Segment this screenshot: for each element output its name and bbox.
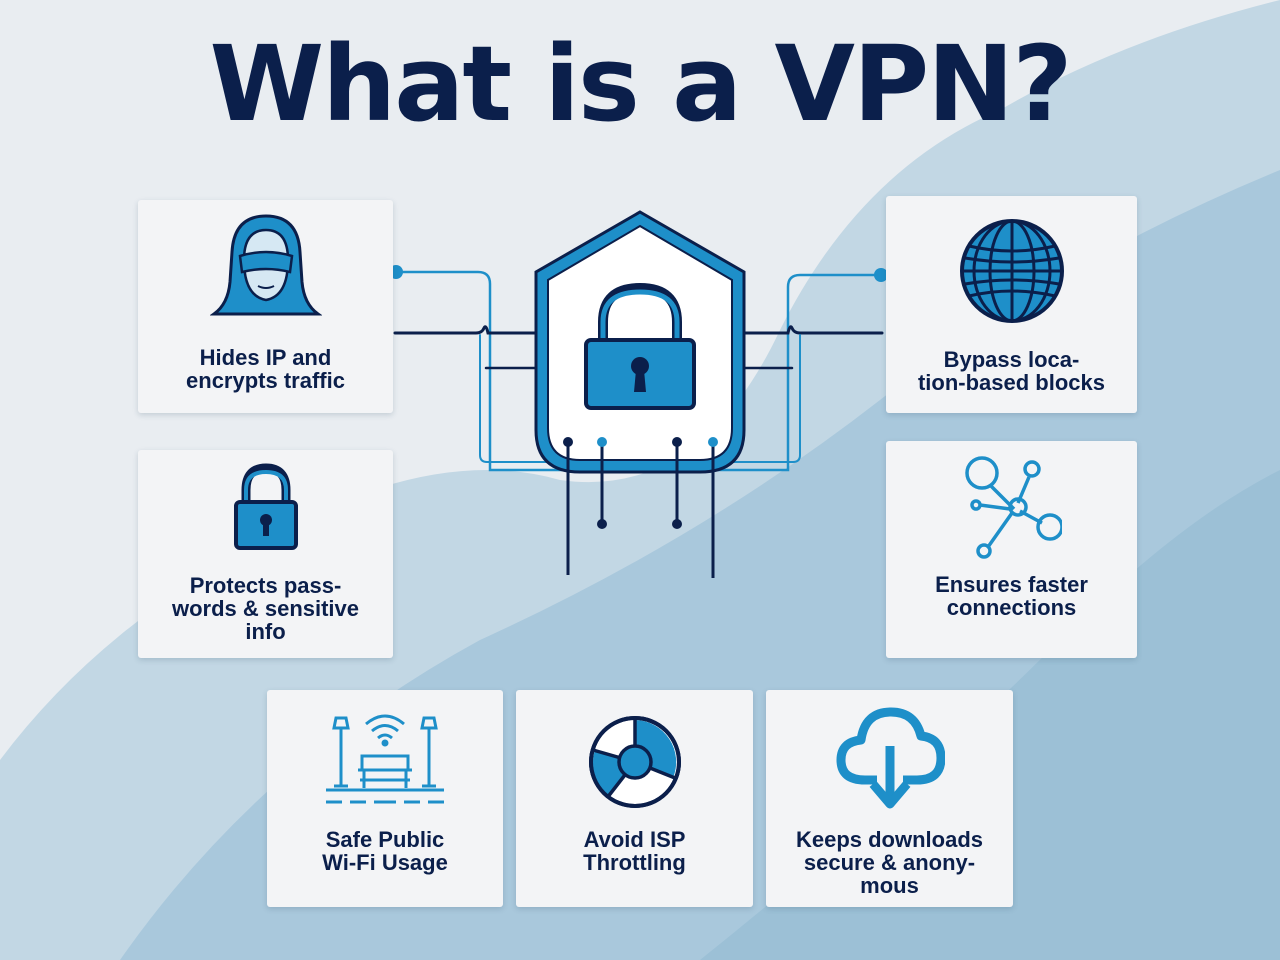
card-label: Safe Public Wi-Fi Usage	[322, 827, 448, 875]
card-label: Protects pass- words & sensitive info	[171, 573, 360, 644]
card-secure-downloads: Keeps downloads secure & anony- mous	[766, 690, 1013, 907]
card-protects-passwords: Protects pass- words & sensitive info	[138, 450, 393, 658]
vpn-shield-diagram	[389, 210, 888, 578]
card-label: Avoid ISP Throttling	[583, 827, 686, 875]
card-label: Bypass loca- tion-based blocks	[917, 347, 1106, 395]
throttle-dial-icon	[588, 716, 681, 808]
card-public-wifi: Safe Public Wi-Fi Usage	[267, 690, 503, 907]
card-faster-connections: Ensures faster connections	[886, 441, 1137, 658]
card-label: Keeps downloads secure & anony- mous	[795, 827, 984, 898]
masked-person-icon	[209, 214, 322, 316]
public-wifi-bench-icon	[326, 714, 444, 804]
globe-icon	[959, 219, 1064, 323]
page-title: What is a VPN?	[209, 23, 1072, 145]
network-nodes-icon	[964, 456, 1062, 559]
padlock-icon	[233, 463, 298, 550]
card-hides-ip: Hides IP and encrypts traffic	[138, 200, 393, 413]
card-bypass-blocks: Bypass loca- tion-based blocks	[886, 196, 1137, 413]
card-avoid-isp: Avoid ISP Throttling	[516, 690, 753, 907]
card-label: Hides IP and encrypts traffic	[186, 345, 345, 393]
cloud-download-icon	[836, 707, 945, 809]
card-label: Ensures faster connections	[935, 572, 1088, 620]
